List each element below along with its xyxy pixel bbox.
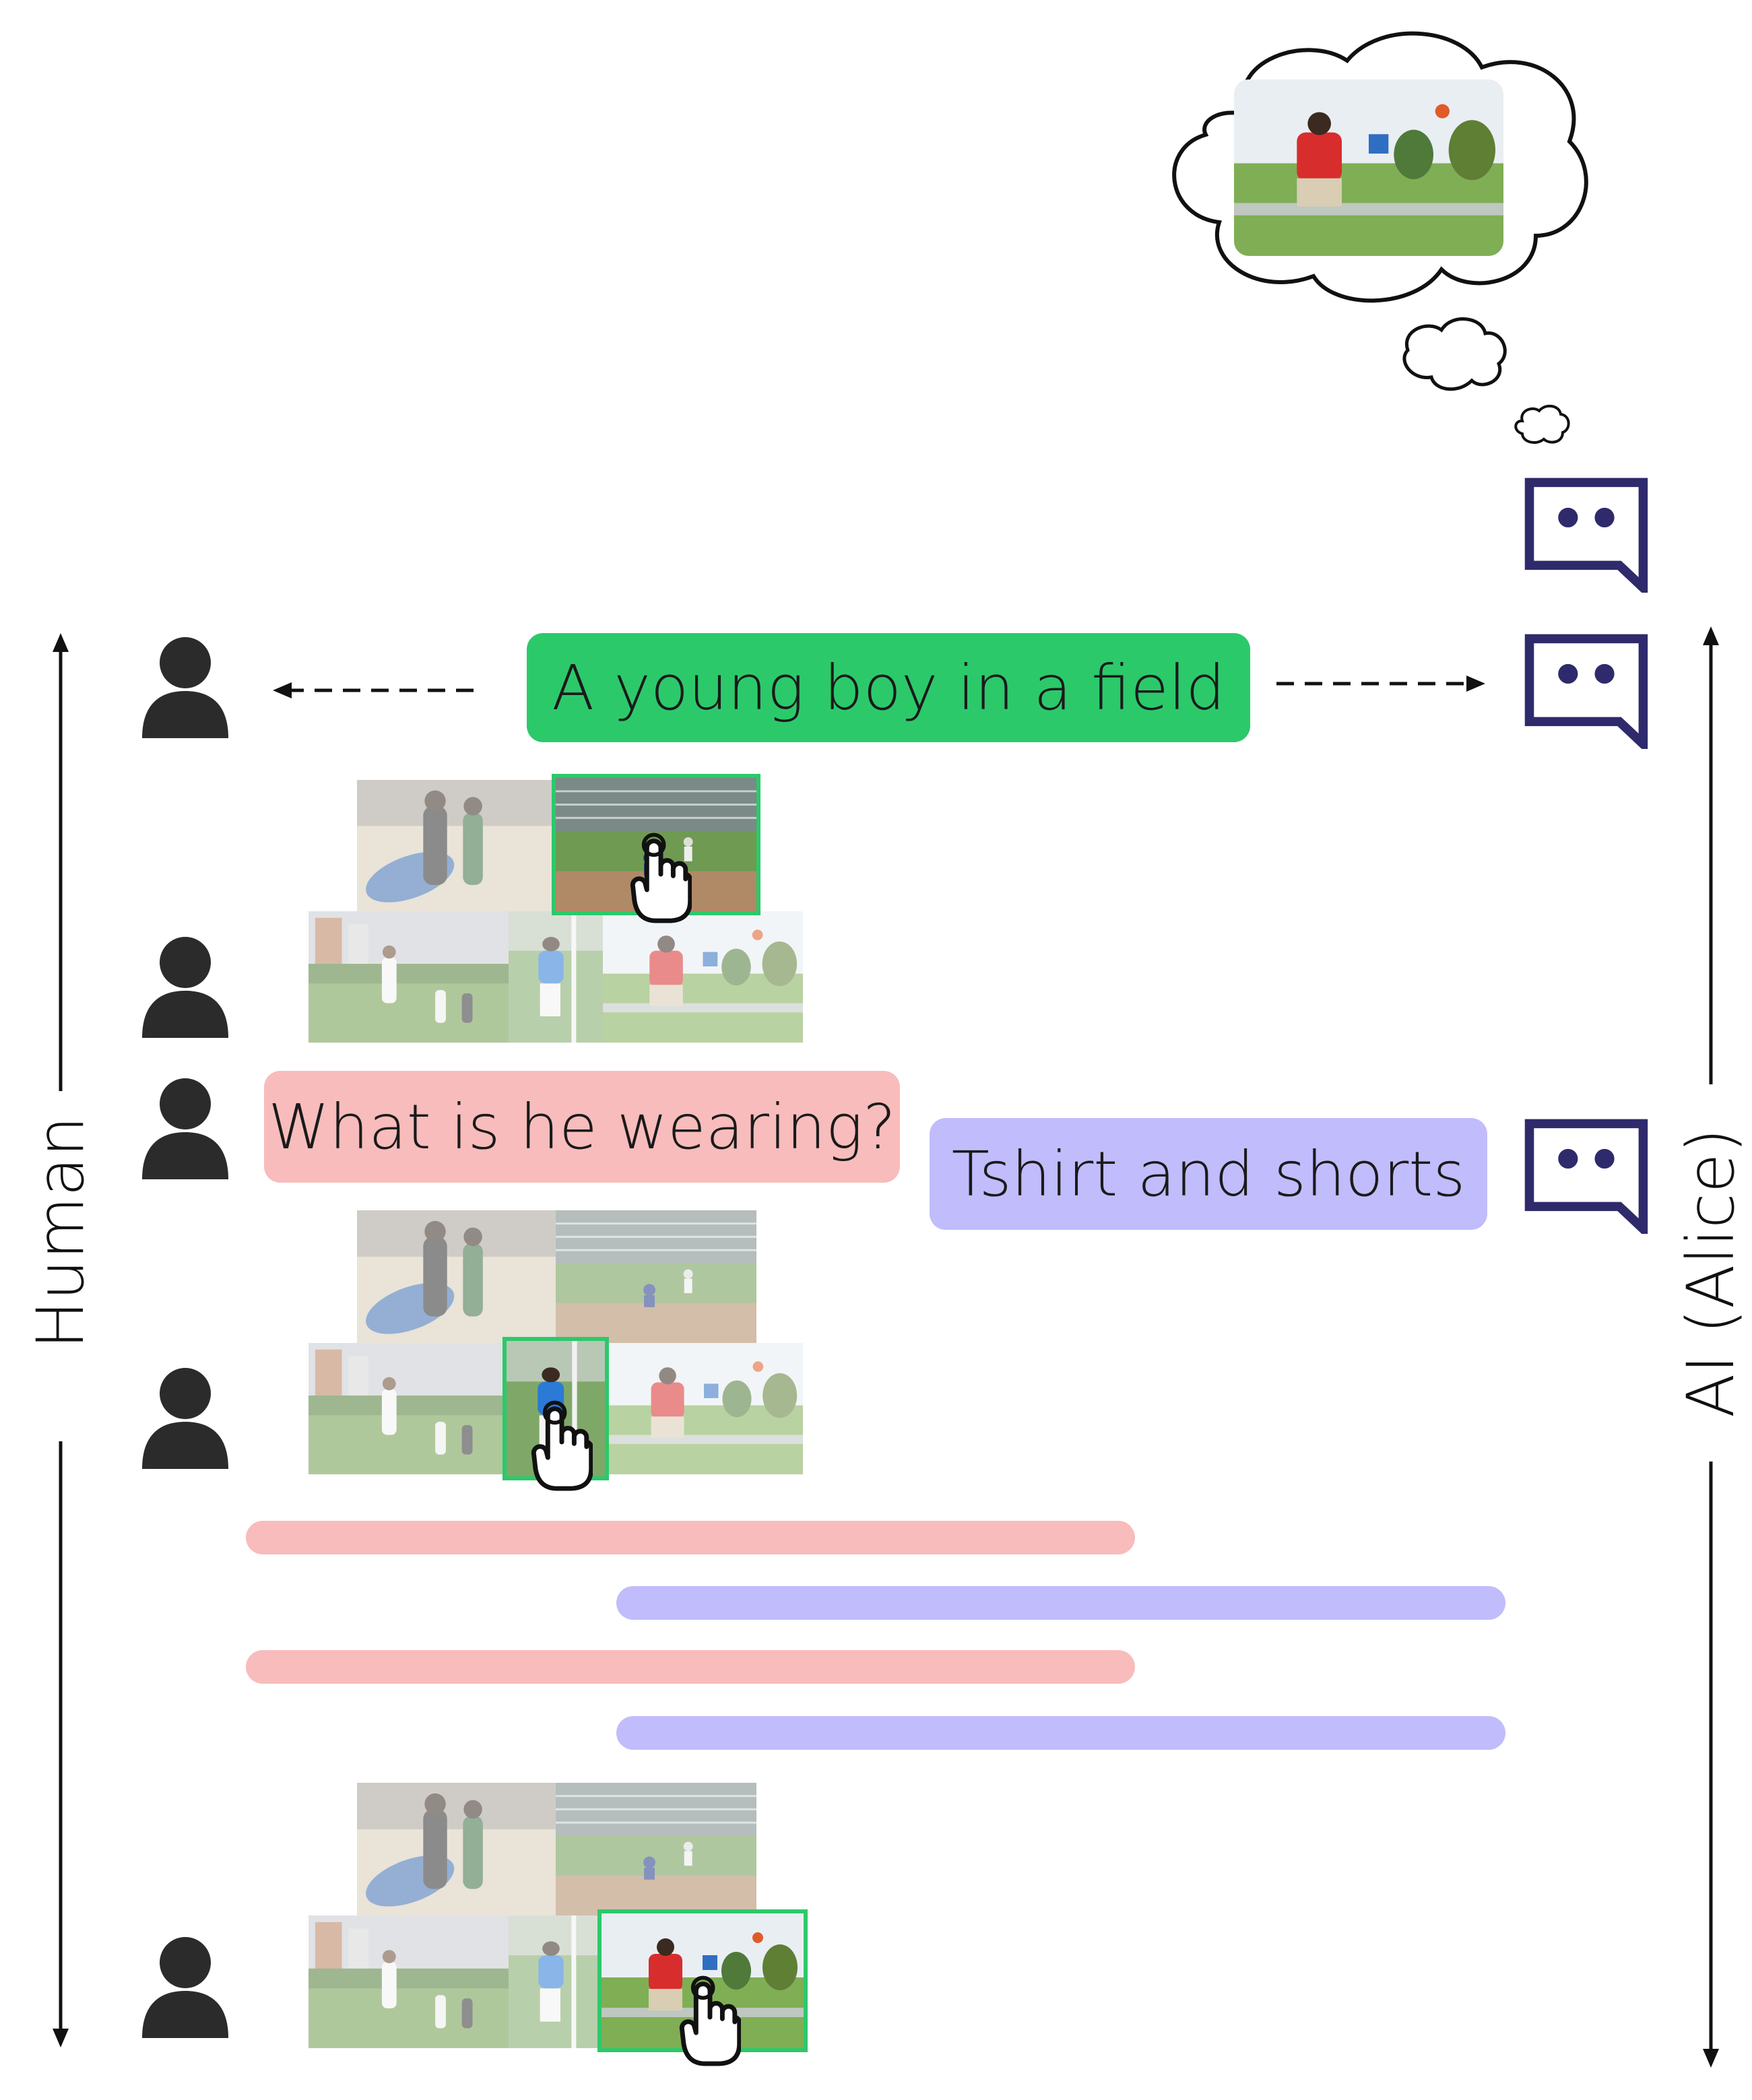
human-axis-arrow	[53, 633, 69, 2047]
person-icon	[138, 1933, 232, 2041]
hand-pointer-icon	[630, 832, 692, 926]
hand-pointer-icon	[531, 1400, 593, 1494]
image-baseball[interactable]	[556, 1210, 756, 1343]
person-icon	[138, 633, 232, 741]
image-soccer[interactable]	[309, 1343, 509, 1474]
human-axis-label: Human	[23, 1115, 98, 1350]
answer-placeholder-bar	[616, 1586, 1505, 1620]
hand-pointer-icon	[679, 1975, 741, 2069]
image-surfers[interactable]	[357, 780, 556, 911]
image-surfers[interactable]	[357, 1783, 556, 1915]
chat-bot-icon	[1524, 633, 1650, 749]
caption-to-human-arrow	[273, 682, 482, 698]
question-bubble: What is he wearing?	[264, 1071, 900, 1183]
ai-axis-arrow	[1703, 626, 1719, 2068]
chat-bot-icon	[1524, 477, 1650, 593]
caption-to-ai-arrow	[1276, 676, 1485, 692]
target-image	[1234, 79, 1503, 256]
person-icon	[138, 1074, 232, 1182]
caption-bubble: A young boy in a field	[527, 633, 1250, 742]
person-icon	[138, 933, 232, 1041]
ai-axis-label: AI (Alice)	[1673, 1127, 1749, 1418]
image-tennis[interactable]	[509, 911, 603, 1043]
question-placeholder-bar	[246, 1521, 1135, 1554]
image-baseball[interactable]	[556, 1783, 756, 1915]
image-soccer[interactable]	[309, 911, 509, 1043]
image-park[interactable]	[605, 1343, 803, 1474]
person-icon	[138, 1364, 232, 1472]
answer-bubble: Tshirt and shorts	[930, 1118, 1487, 1230]
image-tennis[interactable]	[509, 1915, 603, 2048]
image-surfers[interactable]	[357, 1210, 556, 1343]
chat-bot-icon	[1524, 1118, 1650, 1234]
question-placeholder-bar	[246, 1650, 1135, 1684]
image-soccer[interactable]	[309, 1915, 509, 2048]
answer-placeholder-bar	[616, 1716, 1505, 1750]
image-park[interactable]	[603, 911, 803, 1043]
